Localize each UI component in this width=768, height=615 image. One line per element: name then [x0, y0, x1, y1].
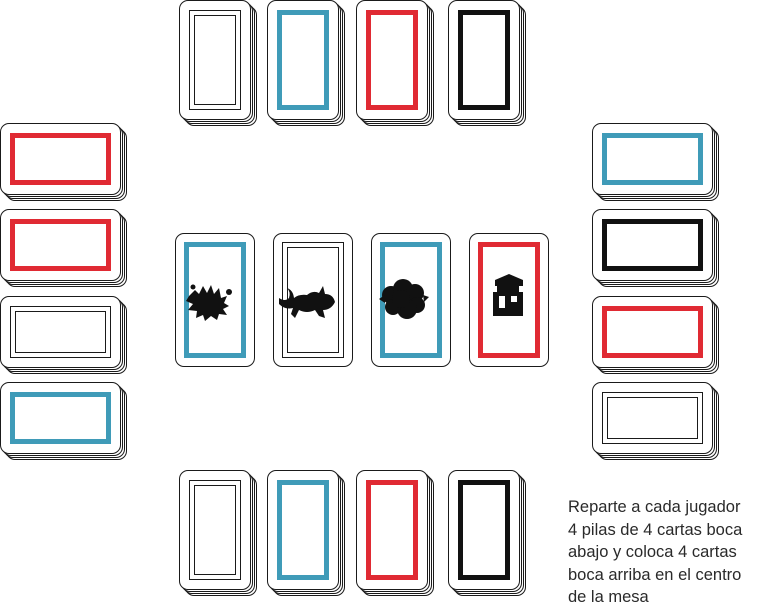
card-frame [189, 10, 241, 110]
card-frame [10, 219, 111, 271]
lizard-icon [279, 286, 335, 318]
card-frame [189, 480, 241, 580]
card-frame [10, 133, 111, 185]
card-frame [366, 10, 418, 110]
center-card-2[interactable] [273, 233, 353, 367]
dragon-icon [186, 284, 232, 321]
card-frame [602, 219, 703, 271]
card-frame [10, 306, 111, 358]
face-down-card[interactable] [179, 0, 251, 120]
face-down-card[interactable] [0, 123, 121, 195]
card-frame [602, 392, 703, 444]
face-down-card[interactable] [356, 0, 428, 120]
card-frame [366, 480, 418, 580]
face-down-card[interactable] [0, 382, 121, 454]
face-down-card[interactable] [448, 0, 520, 120]
face-down-card[interactable] [448, 470, 520, 590]
card-frame [478, 242, 540, 358]
card-frame [277, 480, 329, 580]
face-down-card[interactable] [0, 209, 121, 281]
flower-icon [379, 279, 429, 319]
card-frame [10, 392, 111, 444]
card-frame [184, 242, 246, 358]
face-down-card[interactable] [0, 296, 121, 368]
instructions-text: Reparte a cada jugador 4 pilas de 4 cart… [568, 498, 743, 606]
face-down-card[interactable] [592, 382, 713, 454]
center-card-4[interactable] [469, 233, 549, 367]
face-down-card[interactable] [592, 296, 713, 368]
center-card-1[interactable] [175, 233, 255, 367]
center-card-3[interactable] [371, 233, 451, 367]
face-down-card[interactable] [267, 0, 339, 120]
card-frame [458, 480, 510, 580]
face-down-card[interactable] [179, 470, 251, 590]
face-down-card[interactable] [267, 470, 339, 590]
face-down-card[interactable] [592, 209, 713, 281]
card-frame [458, 10, 510, 110]
card-frame [602, 306, 703, 358]
card-frame [602, 133, 703, 185]
card-frame [277, 10, 329, 110]
house-icon [493, 274, 523, 316]
face-down-card[interactable] [356, 470, 428, 590]
face-down-card[interactable] [592, 123, 713, 195]
